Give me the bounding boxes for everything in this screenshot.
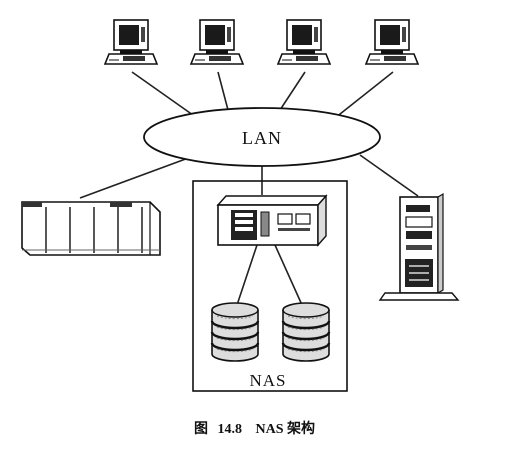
disk-array-icon (21, 201, 161, 256)
caption-fig: 图 (193, 422, 208, 437)
workstation-icon (365, 19, 419, 65)
link-pc-3 (279, 71, 306, 111)
caption-title: NAS 架构 (255, 422, 315, 437)
link-pc-2 (217, 71, 229, 111)
caption-number: 14.8 (217, 422, 242, 437)
network-links (79, 71, 419, 306)
link-server (359, 154, 419, 197)
link-drum-2 (274, 244, 303, 306)
lan-ellipse (143, 107, 381, 167)
server-tower-icon (378, 192, 460, 301)
figure-caption: 图 14.8 NAS 架构 (0, 418, 509, 438)
nas-filer-icon (216, 194, 328, 247)
lan-label: LAN (242, 128, 282, 148)
disk-drum-icon (281, 301, 331, 363)
workstation-icon (277, 19, 331, 65)
link-pc-4 (334, 71, 394, 119)
workstation-icon (104, 19, 158, 65)
nas-label: NAS (249, 371, 287, 390)
disk-drum-icon (210, 301, 260, 363)
link-drum-1 (236, 244, 258, 306)
link-pc-1 (131, 71, 201, 121)
workstation-icon (190, 19, 244, 65)
nas-enclosure (192, 180, 348, 392)
